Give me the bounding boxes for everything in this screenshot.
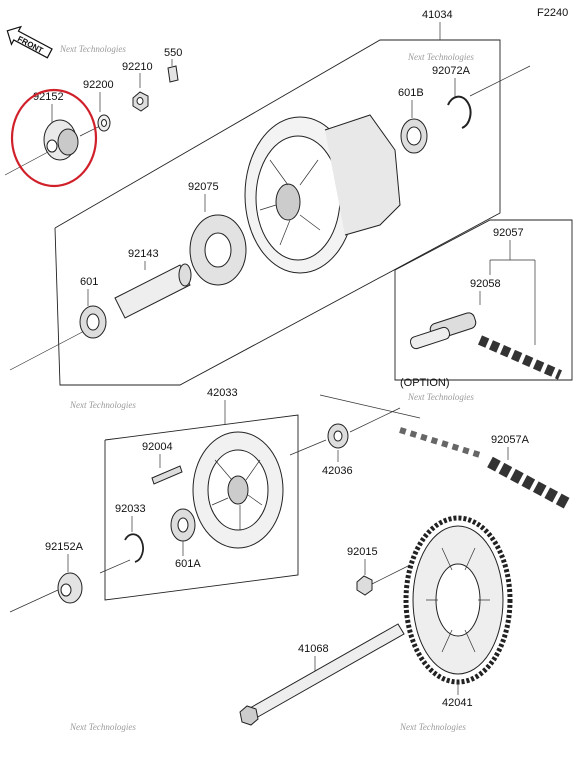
label-92152-top: 92152 (33, 91, 64, 103)
circlip-92033-part (124, 533, 144, 563)
label-550: 550 (164, 47, 182, 59)
watermark: Next Technologies (59, 44, 126, 54)
damper-part (189, 214, 247, 286)
spacer-collar-part (114, 263, 192, 319)
sprocket-hub-part (192, 431, 284, 549)
watermark: Next Technologies (407, 52, 474, 62)
label-601a: 601A (175, 558, 201, 570)
circlip-part (447, 95, 472, 129)
label-42041: 42041 (442, 697, 473, 709)
label-42036: 42036 (322, 465, 353, 477)
bearing-601b (400, 118, 428, 154)
watermark: Next Technologies (69, 400, 136, 410)
figure-code: F2240 (537, 7, 568, 19)
bearing-601a (170, 508, 196, 542)
collar-part (43, 119, 79, 161)
label-92072a: 92072A (432, 65, 471, 77)
label-92152a: 92152A (45, 541, 84, 553)
label-92058: 92058 (470, 278, 501, 290)
watermark: Next Technologies (399, 722, 466, 732)
nut-part (132, 91, 149, 112)
watermark: Next Technologies (407, 392, 474, 402)
drive-chain-part (399, 427, 573, 511)
label-601: 601 (80, 276, 98, 288)
label-92075: 92075 (188, 181, 219, 193)
front-arrow-icon: FRONT (6, 25, 53, 59)
highlight-circle (10, 88, 98, 188)
stud-part (151, 465, 183, 485)
chain-option-frame (394, 219, 573, 381)
rear-sprocket-part (403, 515, 513, 685)
bearing-601 (79, 305, 107, 339)
watermark: Next Technologies (69, 722, 136, 732)
label-92033: 92033 (115, 503, 146, 515)
label-92015: 92015 (347, 546, 378, 558)
cotter-pin-part (167, 65, 179, 83)
label-92200: 92200 (83, 79, 114, 91)
label-601b: 601B (398, 87, 424, 99)
collar-42036 (327, 423, 349, 449)
chain-segment-option (477, 335, 563, 380)
master-link-part (409, 312, 477, 350)
nut-92015 (356, 575, 373, 596)
collar-92152a (57, 572, 83, 604)
label-92004: 92004 (142, 441, 173, 453)
label-92057a: 92057A (491, 434, 530, 446)
hub-coupling-part (244, 114, 401, 274)
sprocket-hub-frame (9, 414, 299, 613)
label-92057: 92057 (493, 227, 524, 239)
option-label: (OPTION) (400, 377, 450, 389)
label-41034: 41034 (422, 9, 453, 21)
label-41068: 41068 (298, 643, 329, 655)
washer-part (97, 114, 111, 132)
label-92210: 92210 (122, 61, 153, 73)
axle-part (239, 623, 405, 726)
label-92143: 92143 (128, 248, 159, 260)
label-42033: 42033 (207, 387, 238, 399)
hub-assembly-frame (9, 39, 531, 386)
